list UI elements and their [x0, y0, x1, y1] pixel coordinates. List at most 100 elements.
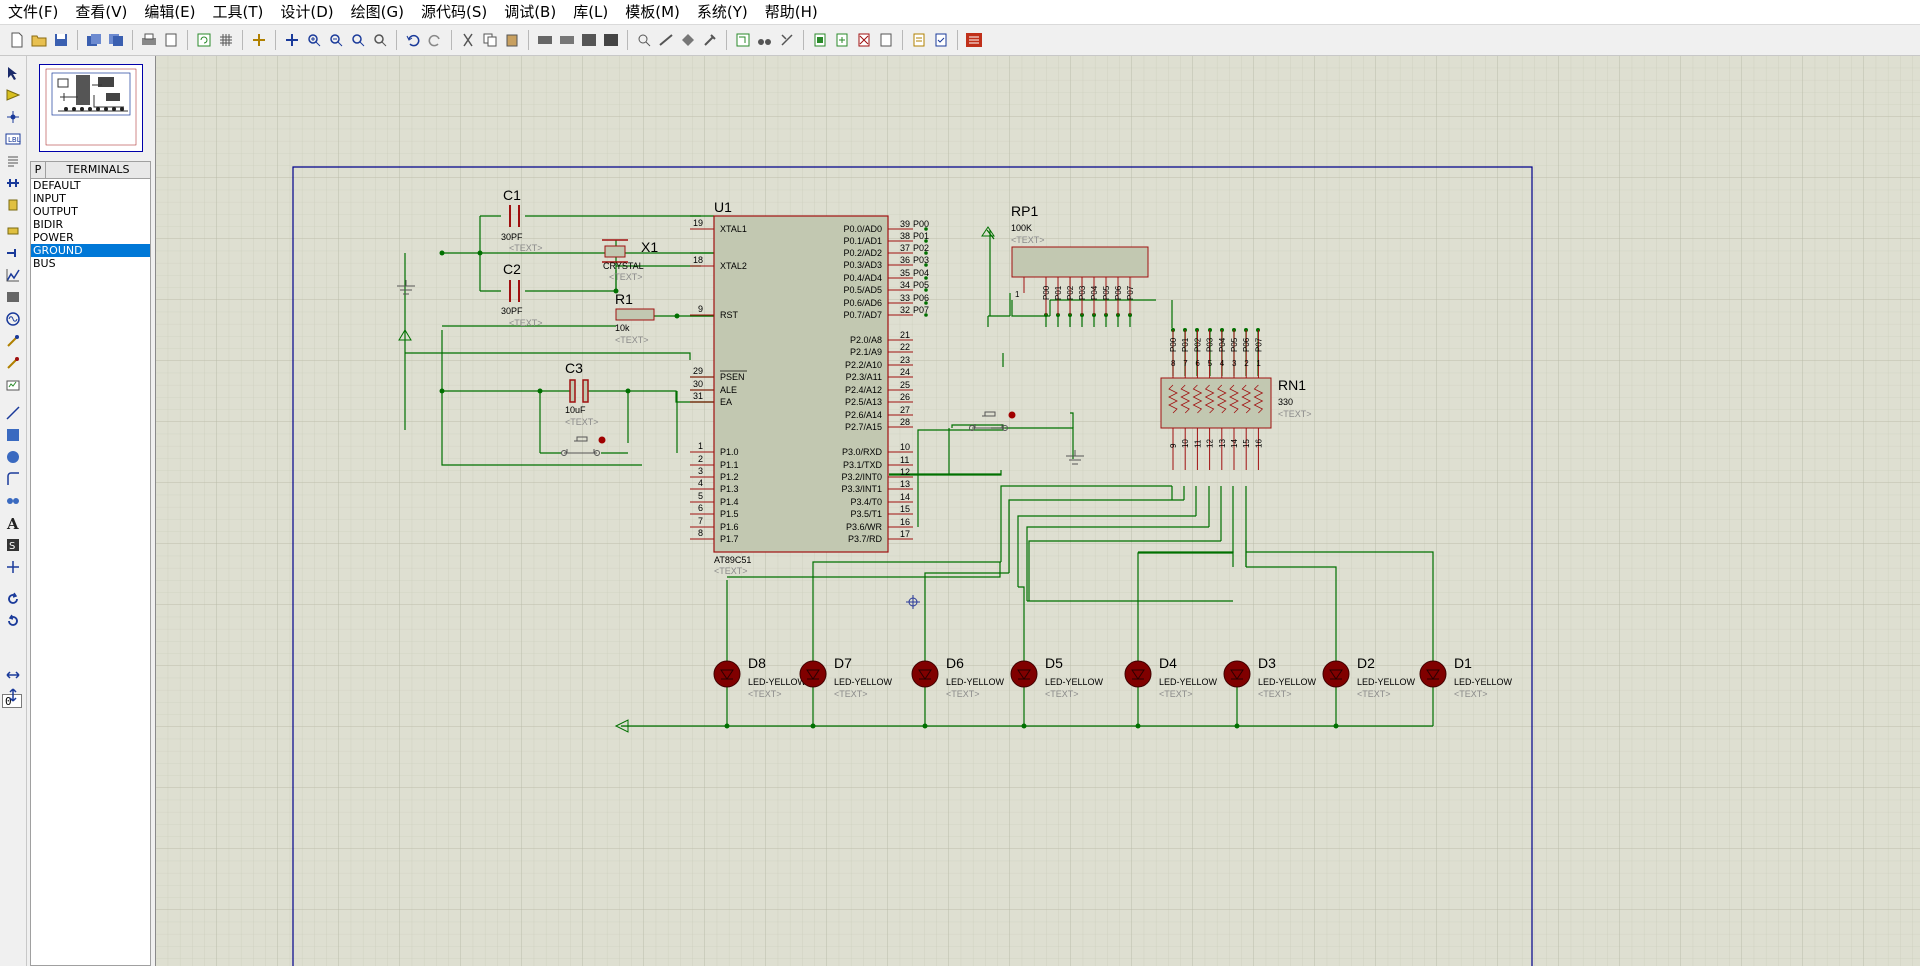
- undo-icon[interactable]: [404, 31, 422, 49]
- voltage-probe-icon[interactable]: [4, 332, 22, 350]
- virtual-instruments-icon[interactable]: [4, 376, 22, 394]
- pan-icon[interactable]: [283, 31, 301, 49]
- open-folder-icon[interactable]: [30, 31, 48, 49]
- menu-debug[interactable]: 调试(B): [504, 3, 557, 21]
- save-icon[interactable]: [52, 31, 70, 49]
- u1-pin-p17[interactable]: 8P1.7: [690, 528, 739, 544]
- import-section-icon[interactable]: [85, 31, 103, 49]
- marker-tool-icon[interactable]: [4, 558, 22, 576]
- rp1-pin[interactable]: P04: [1090, 277, 1099, 315]
- component-mode-icon[interactable]: [4, 86, 22, 104]
- buses-icon[interactable]: [4, 174, 22, 192]
- menu-graph[interactable]: 绘图(G): [350, 3, 404, 21]
- tape-recorder-icon[interactable]: [4, 288, 22, 306]
- resistor-r1[interactable]: R1 10k <TEXT>: [615, 291, 655, 345]
- u1-pin-p11[interactable]: 2P1.1: [690, 454, 739, 470]
- ground-terminal[interactable]: [1066, 450, 1084, 465]
- copy-icon[interactable]: [481, 31, 499, 49]
- u1-pin-p15[interactable]: 6P1.5: [690, 503, 739, 519]
- ground-terminal-output[interactable]: [614, 719, 629, 733]
- resistor-network-rn1[interactable]: RN1 330 <TEXT> 89P00710P01611P02512P0341…: [1160, 330, 1312, 470]
- block-move-icon[interactable]: [558, 31, 576, 49]
- export-section-icon[interactable]: [107, 31, 125, 49]
- block-copy-icon[interactable]: [536, 31, 554, 49]
- zoom-all-icon[interactable]: [349, 31, 367, 49]
- menu-edit[interactable]: 编辑(E): [144, 3, 196, 21]
- grid-icon[interactable]: [217, 31, 235, 49]
- power-terminal[interactable]: [398, 329, 412, 341]
- electrical-rule-check-icon[interactable]: [932, 31, 950, 49]
- circle-tool-icon[interactable]: [4, 448, 22, 466]
- cut-icon[interactable]: [459, 31, 477, 49]
- menu-view[interactable]: 查看(V): [75, 3, 128, 21]
- graph-mode-icon[interactable]: [4, 266, 22, 284]
- menu-help[interactable]: 帮助(H): [764, 3, 818, 21]
- rp1-pin[interactable]: P02: [1066, 277, 1075, 315]
- rp1-pin[interactable]: P03: [1078, 277, 1087, 315]
- symbol-tool-icon[interactable]: S: [4, 536, 22, 554]
- origin-icon[interactable]: [250, 31, 268, 49]
- menu-design[interactable]: 设计(D): [280, 3, 334, 21]
- make-device-icon[interactable]: [657, 31, 675, 49]
- terminal-item-input[interactable]: INPUT: [33, 192, 66, 205]
- path-tool-icon[interactable]: [4, 492, 22, 510]
- property-tool-icon[interactable]: [778, 31, 796, 49]
- text-tool-icon[interactable]: A: [4, 514, 22, 532]
- rotate-clockwise-icon[interactable]: [4, 590, 22, 608]
- capacitor-c1[interactable]: C1 30PF <TEXT>: [501, 187, 543, 253]
- selection-mode-icon[interactable]: [4, 64, 22, 82]
- current-probe-icon[interactable]: [4, 354, 22, 372]
- wire-label-icon[interactable]: LBL: [4, 130, 22, 148]
- redraw-icon[interactable]: [195, 31, 213, 49]
- terminal-item-bidir[interactable]: BIDIR: [33, 218, 64, 231]
- junction-dot-icon[interactable]: [4, 108, 22, 126]
- u1-pin-p14[interactable]: 5P1.4: [690, 491, 739, 507]
- search-tag-icon[interactable]: [756, 31, 774, 49]
- device-pins-icon[interactable]: [4, 244, 22, 262]
- rotate-anticlockwise-icon[interactable]: [4, 612, 22, 630]
- mcu-u1[interactable]: U1 AT89C51 <TEXT> 19XTAL118XTAL29RST29PS…: [690, 199, 929, 576]
- u1-pin-p10[interactable]: 1P1.0: [690, 441, 739, 457]
- rp1-pin[interactable]: P07: [1126, 277, 1135, 315]
- terminals-mode-icon[interactable]: [4, 222, 22, 240]
- reset-pushbutton[interactable]: [561, 436, 606, 456]
- menu-file[interactable]: 文件(F): [8, 3, 59, 21]
- bill-of-materials-icon[interactable]: [910, 31, 928, 49]
- menu-template[interactable]: 模板(M): [625, 3, 680, 21]
- u1-pin-p16[interactable]: 7P1.6: [690, 516, 739, 532]
- packaging-icon[interactable]: [679, 31, 697, 49]
- terminal-item-ground[interactable]: GROUND: [31, 244, 150, 257]
- subcircuit-icon[interactable]: [4, 196, 22, 214]
- remove-sheet-icon[interactable]: [855, 31, 873, 49]
- ground-terminal[interactable]: [397, 280, 415, 295]
